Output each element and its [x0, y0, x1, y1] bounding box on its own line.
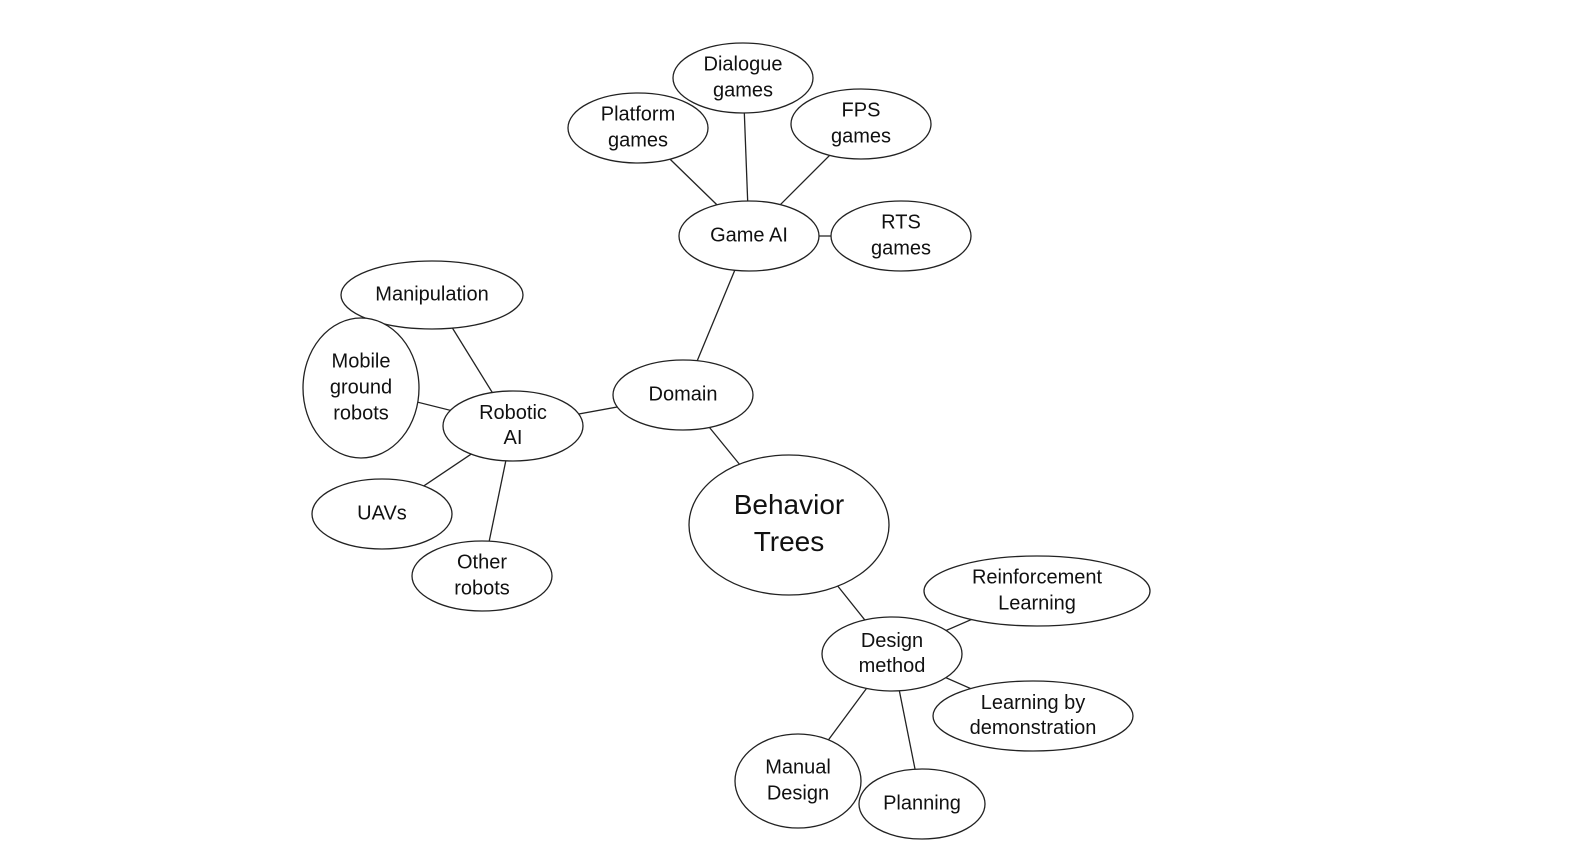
node-mobile-ground-robots-label-line-3: robots — [333, 402, 389, 424]
node-fps-games-label-line-1: FPS — [842, 99, 881, 121]
node-reinforcement-learning-label-line-1: Reinforcement — [972, 566, 1103, 588]
node-platform-games: Platform games — [567, 92, 709, 164]
node-domain: Domain — [612, 359, 754, 431]
node-game-ai-label-line-1: Game AI — [710, 224, 788, 246]
node-learning-by-demonstration-label-line-1: Learning by — [981, 692, 1086, 714]
node-rts-games-label-line-2: games — [871, 237, 931, 259]
node-other-robots-label-line-1: Other — [457, 551, 507, 573]
node-fps-games: FPS games — [790, 88, 932, 160]
node-planning: Planning — [858, 768, 986, 840]
node-rts-games: RTS games — [830, 200, 972, 272]
node-mobile-ground-robots: Mobile ground robots — [302, 317, 420, 459]
node-mobile-ground-robots-label-line-2: ground — [330, 376, 392, 398]
node-fps-games-label-line-2: games — [831, 125, 891, 147]
node-design-method-shape — [821, 616, 963, 692]
node-platform-games-label-line-1: Platform — [601, 103, 675, 125]
node-robotic-ai-label-line-1: Robotic — [479, 402, 547, 424]
node-manual-design-shape — [734, 733, 862, 829]
node-learning-by-demonstration-shape — [932, 680, 1134, 752]
node-rts-games-label-line-1: RTS — [881, 211, 921, 233]
node-uavs-shape — [311, 478, 453, 550]
node-game-ai-shape — [678, 200, 820, 272]
node-design-method-label-line-1: Design — [861, 630, 923, 652]
node-uavs: UAVs — [311, 478, 453, 550]
node-learning-by-demonstration-label-line-2: demonstration — [970, 717, 1097, 739]
node-planning-label-line-1: Planning — [883, 792, 961, 814]
node-reinforcement-learning-shape — [923, 555, 1151, 627]
node-behavior-trees-shape — [688, 454, 890, 596]
node-robotic-ai-shape — [442, 390, 584, 462]
node-dialogue-games-shape — [672, 42, 814, 114]
node-rts-games-shape — [830, 200, 972, 272]
node-manipulation-label-line-1: Manipulation — [375, 283, 488, 305]
node-behavior-trees-label-line-1: Behavior — [734, 489, 845, 520]
node-dialogue-games: Dialogue games — [672, 42, 814, 114]
node-manual-design-label-line-1: Manual — [765, 756, 831, 778]
node-robotic-ai-label-line-2: AI — [504, 427, 523, 449]
node-dialogue-games-label-line-1: Dialogue — [704, 53, 783, 75]
node-game-ai: Game AI — [678, 200, 820, 272]
node-dialogue-games-label-line-2: games — [713, 79, 773, 101]
node-other-robots: Other robots — [411, 540, 553, 612]
node-design-method-label-line-2: method — [859, 655, 926, 677]
node-manipulation-shape — [340, 260, 524, 330]
node-design-method: Design method — [821, 616, 963, 692]
node-behavior-trees-label-line-2: Trees — [754, 526, 825, 557]
node-domain-label-line-1: Domain — [649, 383, 718, 405]
node-other-robots-shape — [411, 540, 553, 612]
node-domain-shape — [612, 359, 754, 431]
node-manipulation: Manipulation — [340, 260, 524, 330]
node-mobile-ground-robots-label-line-1: Mobile — [332, 350, 391, 372]
node-reinforcement-learning-label-line-2: Learning — [998, 592, 1076, 614]
node-manual-design-label-line-2: Design — [767, 782, 829, 804]
node-uavs-label-line-1: UAVs — [357, 502, 407, 524]
node-planning-shape — [858, 768, 986, 840]
node-mobile-ground-robots-shape — [302, 317, 420, 459]
node-fps-games-shape — [790, 88, 932, 160]
node-learning-by-demonstration: Learning by demonstration — [932, 680, 1134, 752]
node-platform-games-label-line-2: games — [608, 129, 668, 151]
node-platform-games-shape — [567, 92, 709, 164]
node-other-robots-label-line-2: robots — [454, 577, 510, 599]
